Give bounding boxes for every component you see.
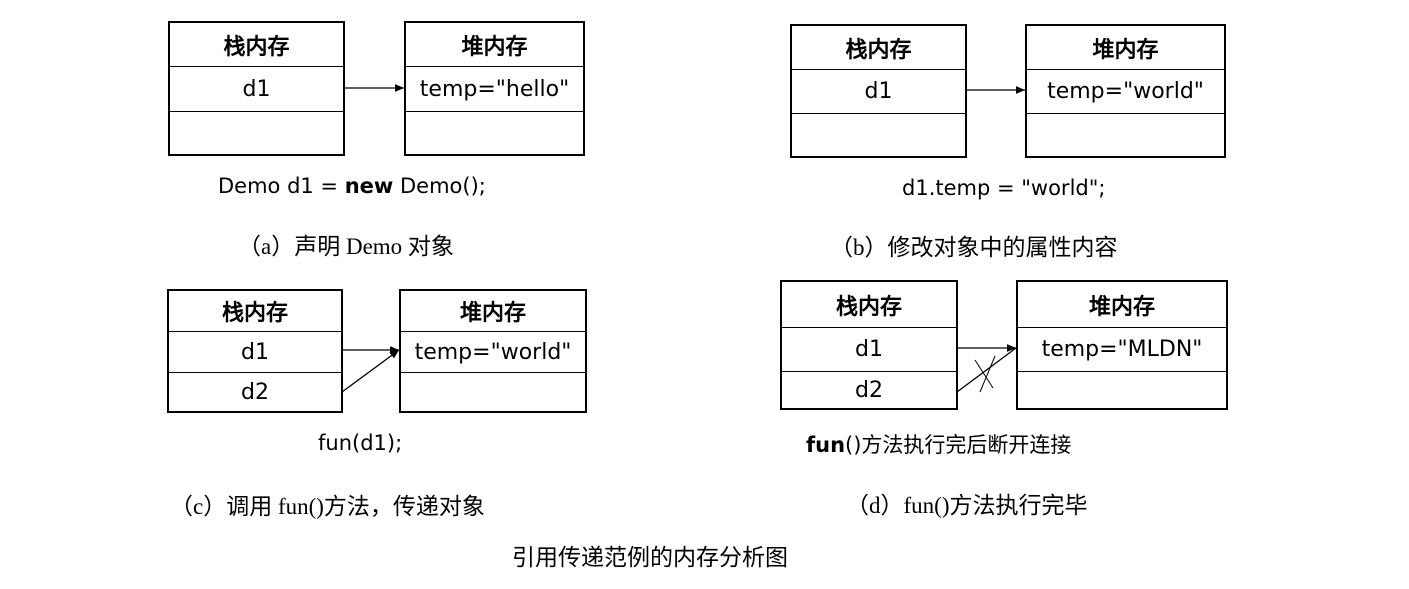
stack-row-d2: d2 (855, 377, 883, 403)
panel-c-caption: （c）调用 fun()方法，传递对象 (170, 494, 485, 519)
panel-d-code: fun()方法执行完后断开连接 (806, 429, 1071, 459)
panel-b-caption: （b）修改对象中的属性内容 (830, 235, 1118, 260)
code-prefix: Demo d1 = (218, 174, 345, 198)
stack-header: 栈内存 (169, 291, 341, 332)
panel-a-heap-table: 堆内存 temp="hello" (404, 21, 585, 156)
panel-d-heap-table: 堆内存 temp="MLDN" (1016, 280, 1228, 410)
code-keyword: new (344, 174, 394, 198)
heap-header: 堆内存 (406, 23, 583, 67)
heap-row-temp: temp="world" (1027, 70, 1224, 114)
broken-link-mark (974, 355, 996, 393)
arrow-c-d2-to-heap (341, 349, 400, 393)
panel-d-caption: （d）fun()方法执行完毕 (846, 493, 1088, 518)
panel-a-stack-table: 栈内存 d1 (168, 21, 345, 156)
heap-row-empty (1027, 114, 1224, 156)
panel-b-stack-table: 栈内存 d1 (790, 24, 967, 158)
code-prefix: fun (806, 433, 846, 457)
panel-b-code: d1.temp = "world"; (902, 176, 1106, 200)
heap-row-temp: temp="MLDN" (1018, 328, 1226, 372)
stack-row-empty (170, 112, 343, 154)
panel-c-stack-table: 栈内存 d1 d2 (167, 289, 343, 413)
stack-header: 栈内存 (782, 282, 956, 328)
heap-row-temp: temp="world" (401, 332, 585, 373)
stack-row-d2: d2 (241, 379, 269, 405)
panel-c-heap-table: 堆内存 temp="world" (399, 289, 587, 413)
stack-row-d1: d1 (792, 70, 965, 114)
heap-row-temp: temp="hello" (406, 67, 583, 112)
heap-header: 堆内存 (1027, 26, 1224, 70)
panel-a-caption: （a）声明 Demo 对象 (238, 234, 454, 259)
stack-row-d1: d1 (782, 328, 956, 372)
heap-row-empty (406, 112, 583, 154)
heap-row-empty (401, 373, 585, 411)
heap-header: 堆内存 (401, 291, 585, 332)
code-suffix: Demo(); (393, 174, 486, 198)
stack-row-d1: d1 (169, 332, 341, 373)
heap-row-empty (1018, 372, 1226, 408)
heap-header: 堆内存 (1018, 282, 1226, 328)
panel-a-code: Demo d1 = new Demo(); (218, 174, 486, 198)
stack-header: 栈内存 (792, 26, 965, 70)
stack-header: 栈内存 (170, 23, 343, 67)
stack-row-d1: d1 (170, 67, 343, 112)
figure-caption: 引用传递范例的内存分析图 (512, 545, 788, 570)
code-suffix: ()方法执行完后断开连接 (845, 433, 1072, 457)
panel-d-stack-table: 栈内存 d1 d2 (780, 280, 958, 410)
stack-row-empty (792, 114, 965, 156)
panel-b-heap-table: 堆内存 temp="world" (1025, 24, 1226, 158)
panel-c-code: fun(d1); (318, 431, 403, 455)
arrow-d-d2-to-heap (956, 347, 1017, 393)
